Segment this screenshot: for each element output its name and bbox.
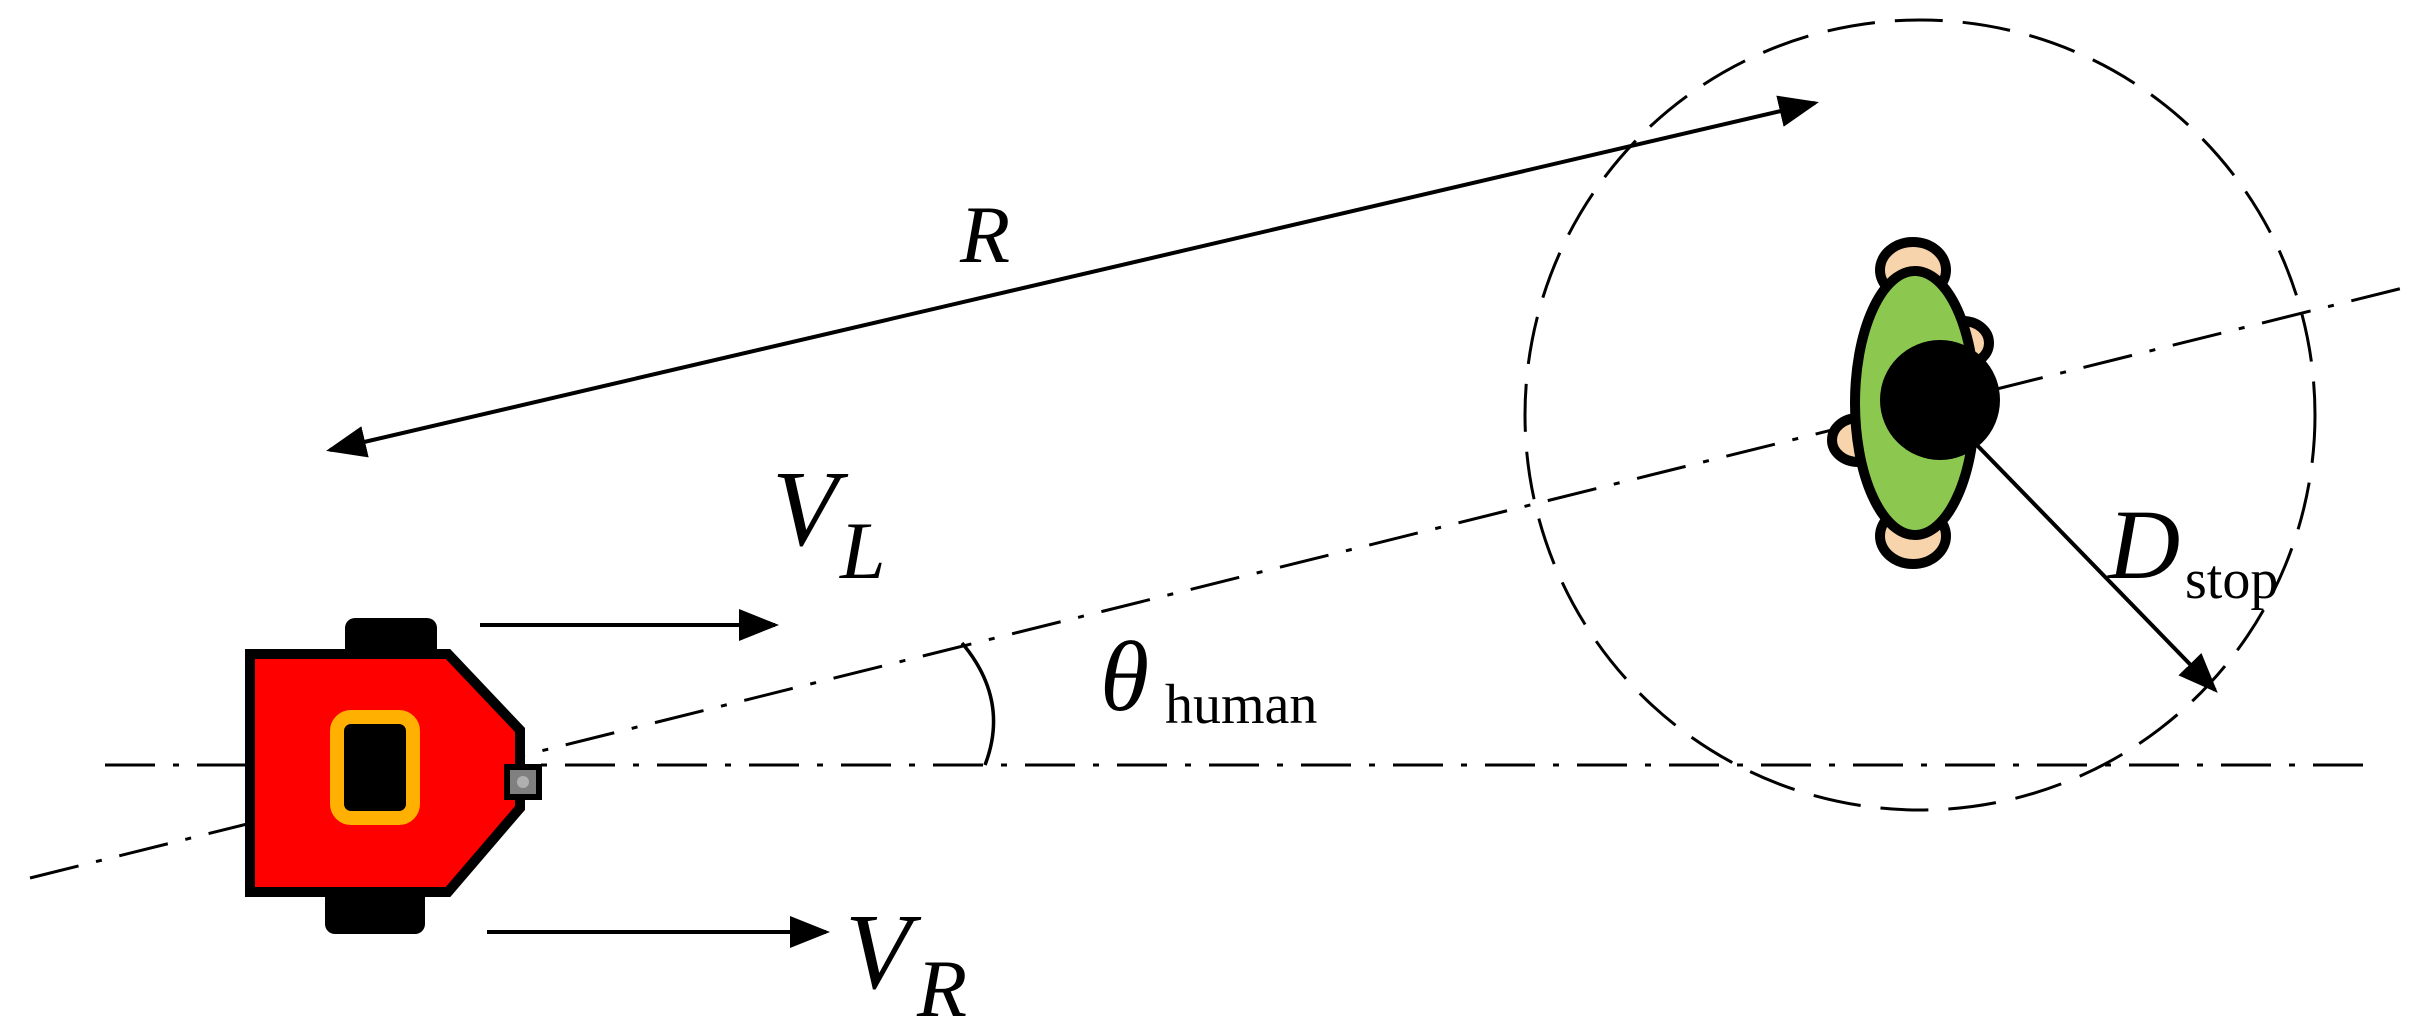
angle-arc	[960, 641, 996, 766]
angle-sub: human	[1165, 674, 1317, 736]
human-head	[1880, 340, 2000, 460]
range-arrow	[326, 95, 1819, 458]
angle-main: θ	[1100, 621, 1149, 732]
v-right-sub: R	[916, 943, 967, 1034]
v-right-main: V	[845, 893, 922, 1012]
v-left-sub: L	[839, 505, 886, 596]
v-right-label: V R	[845, 893, 967, 1034]
sensor-icon	[504, 764, 542, 800]
v-left-main: V	[772, 450, 849, 569]
human-top-view-icon	[1827, 237, 2000, 569]
stop-distance-arrow	[1970, 438, 2218, 693]
angle-label: θ human	[1100, 621, 1317, 736]
range-label: R	[959, 189, 1010, 280]
robot-window	[330, 710, 420, 825]
robot-icon	[245, 618, 542, 934]
v-left-label: V L	[772, 450, 886, 596]
stop-sub: stop	[2185, 549, 2278, 611]
stop-main: D	[2106, 489, 2180, 600]
stop-label: D stop	[2106, 489, 2278, 611]
